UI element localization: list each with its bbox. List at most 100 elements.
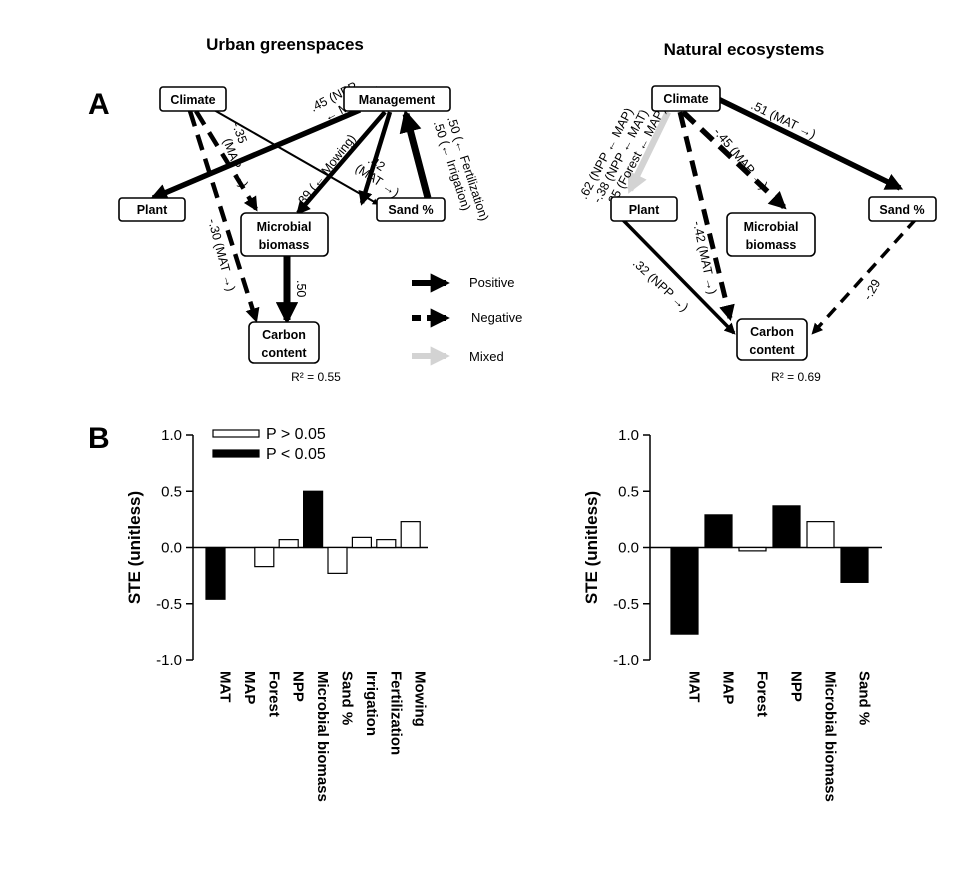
x-category-label: Sand % <box>339 671 356 725</box>
node-urban-climate: Climate <box>170 93 215 107</box>
label-natural-sand-carbon: -.29 <box>860 277 883 303</box>
node-urban-microbial-l2: biomass <box>259 238 310 252</box>
panel-b-label: B <box>88 422 110 455</box>
x-category-label: MAT <box>217 671 234 702</box>
node-urban-management-box <box>343 86 451 112</box>
sem-natural: .51 (MAT →) .62 (NPP ← MAP) -.38 (NPP ← … <box>576 85 937 384</box>
r2-urban: R² = 0.55 <box>291 370 341 384</box>
path-natural-clim-carbon <box>677 111 735 322</box>
y-tick-label: 1.0 <box>161 427 182 444</box>
path-urban-mgmt-plant <box>149 107 362 201</box>
node-urban-climate-box <box>159 86 227 112</box>
label-urban-mgmt-micro: .39 (← Mowing) <box>293 132 358 210</box>
path-urban-sand-mgmt <box>399 109 432 199</box>
path-natural-clim-plant <box>627 110 671 194</box>
path-urban-clim-micro <box>194 109 258 212</box>
node-natural-carbon-box <box>736 318 808 361</box>
node-natural-plant: Plant <box>629 203 660 217</box>
node-natural-carbon-l2: content <box>749 343 795 357</box>
x-category-label: NPP <box>788 671 805 702</box>
sem-natural-nodes: Climate Plant Microbial biomass Sand % C… <box>610 85 937 361</box>
bar-forest <box>254 546 275 568</box>
path-urban-clim-carbon <box>187 110 260 323</box>
path-urban-clim-sand <box>199 101 380 205</box>
bar-microbial-biomass <box>303 490 324 549</box>
label-natural-clim-micro: -.45 (MAP →) <box>711 125 771 192</box>
sem-legend: Positive Negative Mixed <box>412 273 522 366</box>
y-tick-label: 0.5 <box>618 483 639 500</box>
bar-sand <box>840 546 869 583</box>
x-category-label: MAT <box>686 671 703 702</box>
node-urban-carbon-box <box>248 321 320 364</box>
label-urban-clim-carbon: -.30 (MAT →) <box>205 217 238 293</box>
node-urban-microbial-box <box>240 212 329 257</box>
node-urban-carbon-l1: Carbon <box>262 328 306 342</box>
sem-natural-edges <box>620 95 918 335</box>
x-category-label: Sand % <box>856 671 873 725</box>
sem-urban-edges <box>149 101 432 325</box>
x-category-label: MAP <box>241 671 258 704</box>
bar-mat <box>670 546 699 635</box>
path-natural-sand-carbon <box>811 217 918 335</box>
legend-mixed-label: Mixed <box>469 349 504 364</box>
path-natural-plant-carbon <box>620 217 736 335</box>
bar-irrigation <box>351 536 372 549</box>
node-natural-microbial-l2: biomass <box>746 238 797 252</box>
sem-urban: .45 (NPP ← Mowing) -.35 (MAP →) -.30 (MA… <box>118 79 491 384</box>
bar-mowing <box>400 521 421 549</box>
node-natural-climate: Climate <box>663 92 708 106</box>
path-natural-clim-sand <box>714 95 904 191</box>
node-urban-sand: Sand % <box>388 203 433 217</box>
bar-npp <box>278 539 299 549</box>
label-urban-clim-micro-l2: (MAP →) <box>220 136 251 189</box>
x-category-label: NPP <box>290 671 307 702</box>
node-natural-plant-box <box>610 196 678 222</box>
bar-chart-urban: 1.0 0.5 0.0 -0.5 -1.0 STE (unitless) MAT MAP For… <box>125 426 429 802</box>
y-tick-label: 1.0 <box>618 427 639 444</box>
bar-mat <box>205 546 226 600</box>
node-urban-plant: Plant <box>137 203 168 217</box>
node-urban-carbon-l2: content <box>261 346 307 360</box>
x-category-label: Forest <box>265 671 282 717</box>
node-natural-sand-box <box>868 196 937 222</box>
label-natural-clim-carbon: -.42 (MAT →) <box>690 220 719 296</box>
chart-legend-label: P > 0.05 <box>266 426 326 443</box>
label-urban-micro-carbon: .50 <box>294 280 308 297</box>
chart-legend-swatch <box>212 429 260 438</box>
bar-sand <box>327 546 348 574</box>
bar-fertilization <box>376 539 397 549</box>
x-category-label: Fertilization <box>387 671 404 755</box>
node-urban-sand-box <box>376 197 446 222</box>
y-tick-label: -0.5 <box>156 596 182 613</box>
chart-legend-label: P < 0.05 <box>266 446 326 463</box>
bar-forest <box>738 546 767 552</box>
x-category-label: Microbial biomass <box>822 671 839 802</box>
label-urban-mgmt-sand: .42 (MAT →) <box>353 150 410 200</box>
chart-legend-swatch <box>212 449 260 458</box>
bar-map <box>704 514 733 549</box>
sem-urban-nodes: Climate Management Plant Sand % Microbia… <box>118 86 451 364</box>
y-tick-label: 0.5 <box>161 483 182 500</box>
y-tick-label: 0.0 <box>618 540 639 557</box>
y-tick-label: -1.0 <box>156 652 182 669</box>
x-category-label: Forest <box>754 671 771 717</box>
x-category-label: Mowing <box>412 671 429 727</box>
y-axis-title: STE (unitless) <box>582 491 601 604</box>
node-natural-climate-box <box>651 85 721 112</box>
legend-negative-label: Negative <box>471 310 522 325</box>
y-tick-label: 0.0 <box>161 540 182 557</box>
label-urban-clim-micro-l1: -.35 <box>229 120 250 145</box>
node-natural-microbial-box <box>726 212 816 257</box>
path-natural-clim-micro <box>681 109 787 210</box>
y-axis-title: STE (unitless) <box>125 491 144 604</box>
x-category-label: Irrigation <box>363 671 380 736</box>
r2-natural: R² = 0.69 <box>771 370 821 384</box>
y-tick-label: -1.0 <box>613 652 639 669</box>
path-urban-mgmt-micro <box>296 110 387 216</box>
title-urban: Urban greenspaces <box>206 35 364 54</box>
node-urban-plant-box <box>118 197 186 222</box>
y-tick-label: -0.5 <box>613 596 639 613</box>
path-urban-mgmt-sand <box>358 111 393 206</box>
